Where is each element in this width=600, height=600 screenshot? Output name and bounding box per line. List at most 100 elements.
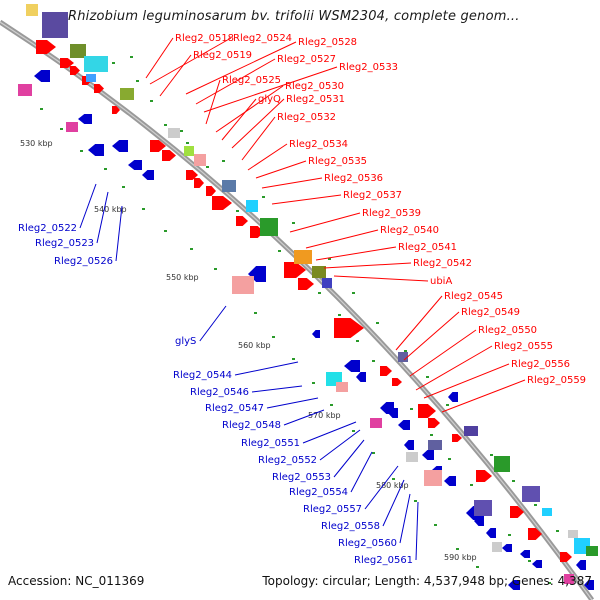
gene-label-forward[interactable]: Rleg2_0532 [277,112,336,123]
map-title: Rhizobium leguminosarum bv. trifolii WSM… [68,9,520,24]
gene-label-reverse[interactable]: Rleg2_0554 [289,487,348,498]
reverse-gene-arrow [142,170,154,180]
label-leader-line [415,345,493,391]
gene-label-forward[interactable]: Rleg2_0524 [233,33,292,44]
misc-feature-box [428,440,442,450]
gene-label-forward[interactable]: Rleg2_0545 [444,291,503,302]
forward-gene-arrow [284,262,306,278]
label-leader-line [350,451,373,493]
gene-label-forward[interactable]: Rleg2_0540 [380,225,439,236]
gene-label-forward[interactable]: Rleg2_0556 [511,359,570,370]
reverse-gene-arrow [444,476,456,486]
gene-label-reverse[interactable]: Rleg2_0561 [354,555,413,566]
gene-label-reverse[interactable]: Rleg2_0522 [18,223,77,234]
scale-tick [222,160,225,162]
misc-feature-box [406,452,418,462]
scale-tick [372,452,375,454]
scale-tick [512,480,515,482]
scale-tick [548,582,551,584]
forward-gene-arrow [428,418,440,428]
scale-tick [508,534,511,536]
gene-label-forward[interactable]: Rleg2_0536 [324,173,383,184]
gene-label-reverse[interactable]: Rleg2_0523 [35,238,94,249]
scale-tick [136,80,139,82]
gene-label-forward[interactable]: Rleg2_0533 [339,62,398,73]
reverse-gene-arrow [584,580,594,590]
gene-label-forward[interactable]: Rleg2_0531 [286,94,345,105]
misc-feature-box [18,84,32,96]
gene-label-reverse[interactable]: Rleg2_0547 [205,403,264,414]
forward-gene-arrow [476,470,492,482]
gene-label-reverse[interactable]: Rleg2_0560 [338,538,397,549]
gene-label-reverse[interactable]: glyS [175,336,196,347]
scale-tick [476,566,479,568]
label-leader-line [315,246,397,261]
scale-tick [330,404,333,406]
gene-label-reverse[interactable]: Rleg2_0557 [303,504,362,515]
forward-gene-arrow [60,58,74,68]
label-leader-line [199,305,227,342]
gene-label-reverse[interactable]: Rleg2_0553 [272,472,331,483]
misc-feature-box [336,382,348,392]
scale-tick [490,454,493,456]
label-leader-line [115,205,123,262]
gene-label-forward[interactable]: Rleg2_0528 [298,37,357,48]
gene-label-forward[interactable]: glyQ [258,94,281,105]
reverse-gene-arrow [128,160,142,170]
gene-label-forward[interactable]: Rleg2_0549 [461,307,520,318]
gene-label-forward[interactable]: Rleg2_0539 [362,208,421,219]
scale-tick [214,268,217,270]
scale-tick [122,186,125,188]
label-leader-line [159,54,192,97]
forward-gene-arrow [418,404,436,418]
scale-tick [190,248,193,250]
scale-tick [312,382,315,384]
forward-gene-arrow [150,140,166,152]
scale-tick [414,500,417,502]
label-leader-line [149,37,232,85]
label-leader-line [234,361,299,376]
scale-tick [180,130,183,132]
misc-feature-box [184,146,194,156]
label-leader-line [185,41,297,95]
gene-label-forward[interactable]: ubiA [430,276,452,287]
gene-label-forward[interactable]: Rleg2_0537 [343,190,402,201]
misc-feature-box [246,200,258,212]
scale-tick [392,478,395,480]
misc-feature-box [522,486,540,502]
misc-feature-box [586,546,598,556]
scale-tick [434,524,437,526]
gene-label-forward[interactable]: Rleg2_0519 [193,50,252,61]
gene-label-reverse[interactable]: Rleg2_0558 [321,521,380,532]
gene-label-reverse[interactable]: Rleg2_0551 [241,438,300,449]
forward-gene-arrow [186,170,198,180]
gene-label-reverse[interactable]: Rleg2_0526 [54,256,113,267]
reverse-gene-arrow [486,528,496,538]
scale-tick [534,504,537,506]
gene-label-forward[interactable]: Rleg2_0535 [308,156,367,167]
gene-label-forward[interactable]: Rleg2_0527 [277,54,336,65]
misc-feature-box [194,154,206,166]
forward-gene-arrow [560,552,572,562]
gene-label-reverse[interactable]: Rleg2_0552 [258,455,317,466]
gene-label-reverse[interactable]: Rleg2_0544 [173,370,232,381]
gene-label-forward[interactable]: Rleg2_0550 [478,325,537,336]
gene-label-forward[interactable]: Rleg2_0530 [285,81,344,92]
gene-label-forward[interactable]: Rleg2_0542 [413,258,472,269]
scale-tick [262,196,265,198]
reverse-gene-arrow [474,516,484,526]
label-leader-line [289,212,361,233]
gene-label-forward[interactable]: Rleg2_0518 [175,33,234,44]
misc-feature-box [424,470,442,486]
gene-label-forward[interactable]: Rleg2_0555 [494,341,553,352]
gene-label-forward[interactable]: Rleg2_0534 [289,139,348,150]
misc-feature-box [168,128,180,138]
label-leader-line [241,116,276,161]
gene-label-forward[interactable]: Rleg2_0541 [398,242,457,253]
gene-label-reverse[interactable]: Rleg2_0548 [222,420,281,431]
misc-feature-box [222,180,236,192]
scale-tick [528,560,531,562]
gene-label-forward[interactable]: Rleg2_0525 [222,75,281,86]
gene-label-forward[interactable]: Rleg2_0559 [527,375,586,386]
gene-label-reverse[interactable]: Rleg2_0546 [190,387,249,398]
